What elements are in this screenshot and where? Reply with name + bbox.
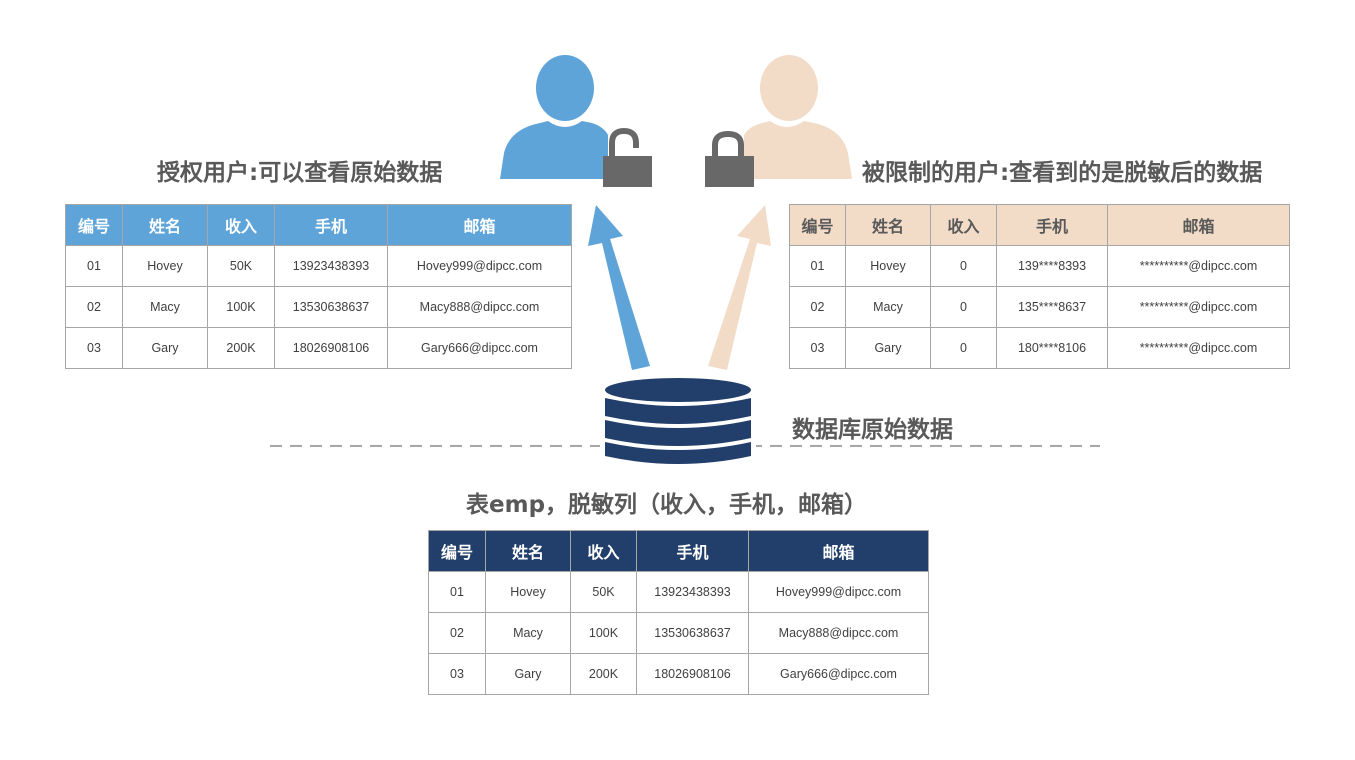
cell-name: Gary (485, 653, 571, 695)
cell-name: Gary (845, 327, 931, 369)
locked-padlock-icon (705, 130, 754, 187)
cell-phone: 13530638637 (274, 286, 388, 328)
cell-email: **********@dipcc.com (1107, 245, 1290, 287)
cell-phone: 13923438393 (274, 245, 388, 287)
col-header-name: 姓名 (122, 204, 208, 246)
cell-email: Gary666@dipcc.com (748, 653, 929, 695)
cell-income: 100K (570, 612, 637, 654)
table-row: 02 Macy 100K 13530638637 Macy888@dipcc.c… (65, 286, 572, 328)
table-row: 03 Gary 0 180****8106 **********@dipcc.c… (789, 327, 1290, 369)
cell-email: Macy888@dipcc.com (748, 612, 929, 654)
cell-income: 50K (570, 571, 637, 613)
col-header-name: 姓名 (845, 204, 931, 246)
col-header-id: 编号 (789, 204, 846, 246)
cell-email: Hovey999@dipcc.com (748, 571, 929, 613)
cell-name: Macy (485, 612, 571, 654)
restricted-title: 被限制的用户:查看到的是脱敏后的数据 (862, 160, 1263, 186)
cell-id: 03 (428, 653, 486, 695)
cell-income: 200K (207, 327, 275, 369)
cell-id: 01 (789, 245, 846, 287)
col-header-income: 收入 (207, 204, 275, 246)
col-header-email: 邮箱 (1107, 204, 1290, 246)
table-header-row: 编号 姓名 收入 手机 邮箱 (789, 204, 1290, 246)
col-header-id: 编号 (65, 204, 123, 246)
table-row: 03 Gary 200K 18026908106 Gary666@dipcc.c… (428, 653, 929, 695)
restricted-table: 编号 姓名 收入 手机 邮箱 01 Hovey 0 139****8393 **… (789, 204, 1290, 369)
table-row: 03 Gary 200K 18026908106 Gary666@dipcc.c… (65, 327, 572, 369)
cell-income: 200K (570, 653, 637, 695)
cell-income: 50K (207, 245, 275, 287)
cell-name: Macy (122, 286, 208, 328)
authorized-title: 授权用户:可以查看原始数据 (157, 160, 443, 186)
col-header-phone: 手机 (996, 204, 1108, 246)
cell-email: **********@dipcc.com (1107, 327, 1290, 369)
restricted-user-icon (744, 55, 852, 179)
cell-phone: 18026908106 (274, 327, 388, 369)
col-header-email: 邮箱 (748, 530, 929, 572)
table-row: 02 Macy 100K 13530638637 Macy888@dipcc.c… (428, 612, 929, 654)
cell-income: 0 (930, 245, 997, 287)
table-header-row: 编号 姓名 收入 手机 邮箱 (428, 530, 929, 572)
cell-id: 01 (65, 245, 123, 287)
cell-email: **********@dipcc.com (1107, 286, 1290, 328)
col-header-name: 姓名 (485, 530, 571, 572)
col-header-phone: 手机 (636, 530, 749, 572)
table-header-row: 编号 姓名 收入 手机 邮箱 (65, 204, 572, 246)
base-table: 编号 姓名 收入 手机 邮箱 01 Hovey 50K 13923438393 … (428, 530, 929, 695)
cell-name: Hovey (122, 245, 208, 287)
cell-id: 02 (789, 286, 846, 328)
col-header-email: 邮箱 (387, 204, 572, 246)
cell-phone: 18026908106 (636, 653, 749, 695)
table-row: 01 Hovey 0 139****8393 **********@dipcc.… (789, 245, 1290, 287)
table-row: 01 Hovey 50K 13923438393 Hovey999@dipcc.… (65, 245, 572, 287)
cell-id: 03 (65, 327, 123, 369)
cell-phone: 180****8106 (996, 327, 1108, 369)
base-table-title: 表emp，脱敏列（收入，手机，邮箱） (466, 492, 868, 518)
cell-income: 0 (930, 327, 997, 369)
cell-id: 01 (428, 571, 486, 613)
cell-income: 100K (207, 286, 275, 328)
cell-phone: 13923438393 (636, 571, 749, 613)
database-label: 数据库原始数据 (792, 417, 953, 443)
cell-name: Macy (845, 286, 931, 328)
cell-email: Macy888@dipcc.com (387, 286, 572, 328)
cell-name: Hovey (845, 245, 931, 287)
table-row: 02 Macy 0 135****8637 **********@dipcc.c… (789, 286, 1290, 328)
cell-phone: 135****8637 (996, 286, 1108, 328)
cell-name: Gary (122, 327, 208, 369)
cell-id: 02 (65, 286, 123, 328)
authorized-table: 编号 姓名 收入 手机 邮箱 01 Hovey 50K 13923438393 … (65, 204, 572, 369)
table-row: 01 Hovey 50K 13923438393 Hovey999@dipcc.… (428, 571, 929, 613)
unlocked-padlock-icon (603, 127, 652, 187)
cell-id: 03 (789, 327, 846, 369)
cell-phone: 139****8393 (996, 245, 1108, 287)
cell-email: Hovey999@dipcc.com (387, 245, 572, 287)
cell-income: 0 (930, 286, 997, 328)
cell-name: Hovey (485, 571, 571, 613)
col-header-income: 收入 (570, 530, 637, 572)
authorized-user-icon (500, 55, 608, 179)
database-icon (600, 376, 756, 468)
cell-id: 02 (428, 612, 486, 654)
col-header-id: 编号 (428, 530, 486, 572)
col-header-phone: 手机 (274, 204, 388, 246)
col-header-income: 收入 (930, 204, 997, 246)
cell-phone: 13530638637 (636, 612, 749, 654)
cell-email: Gary666@dipcc.com (387, 327, 572, 369)
